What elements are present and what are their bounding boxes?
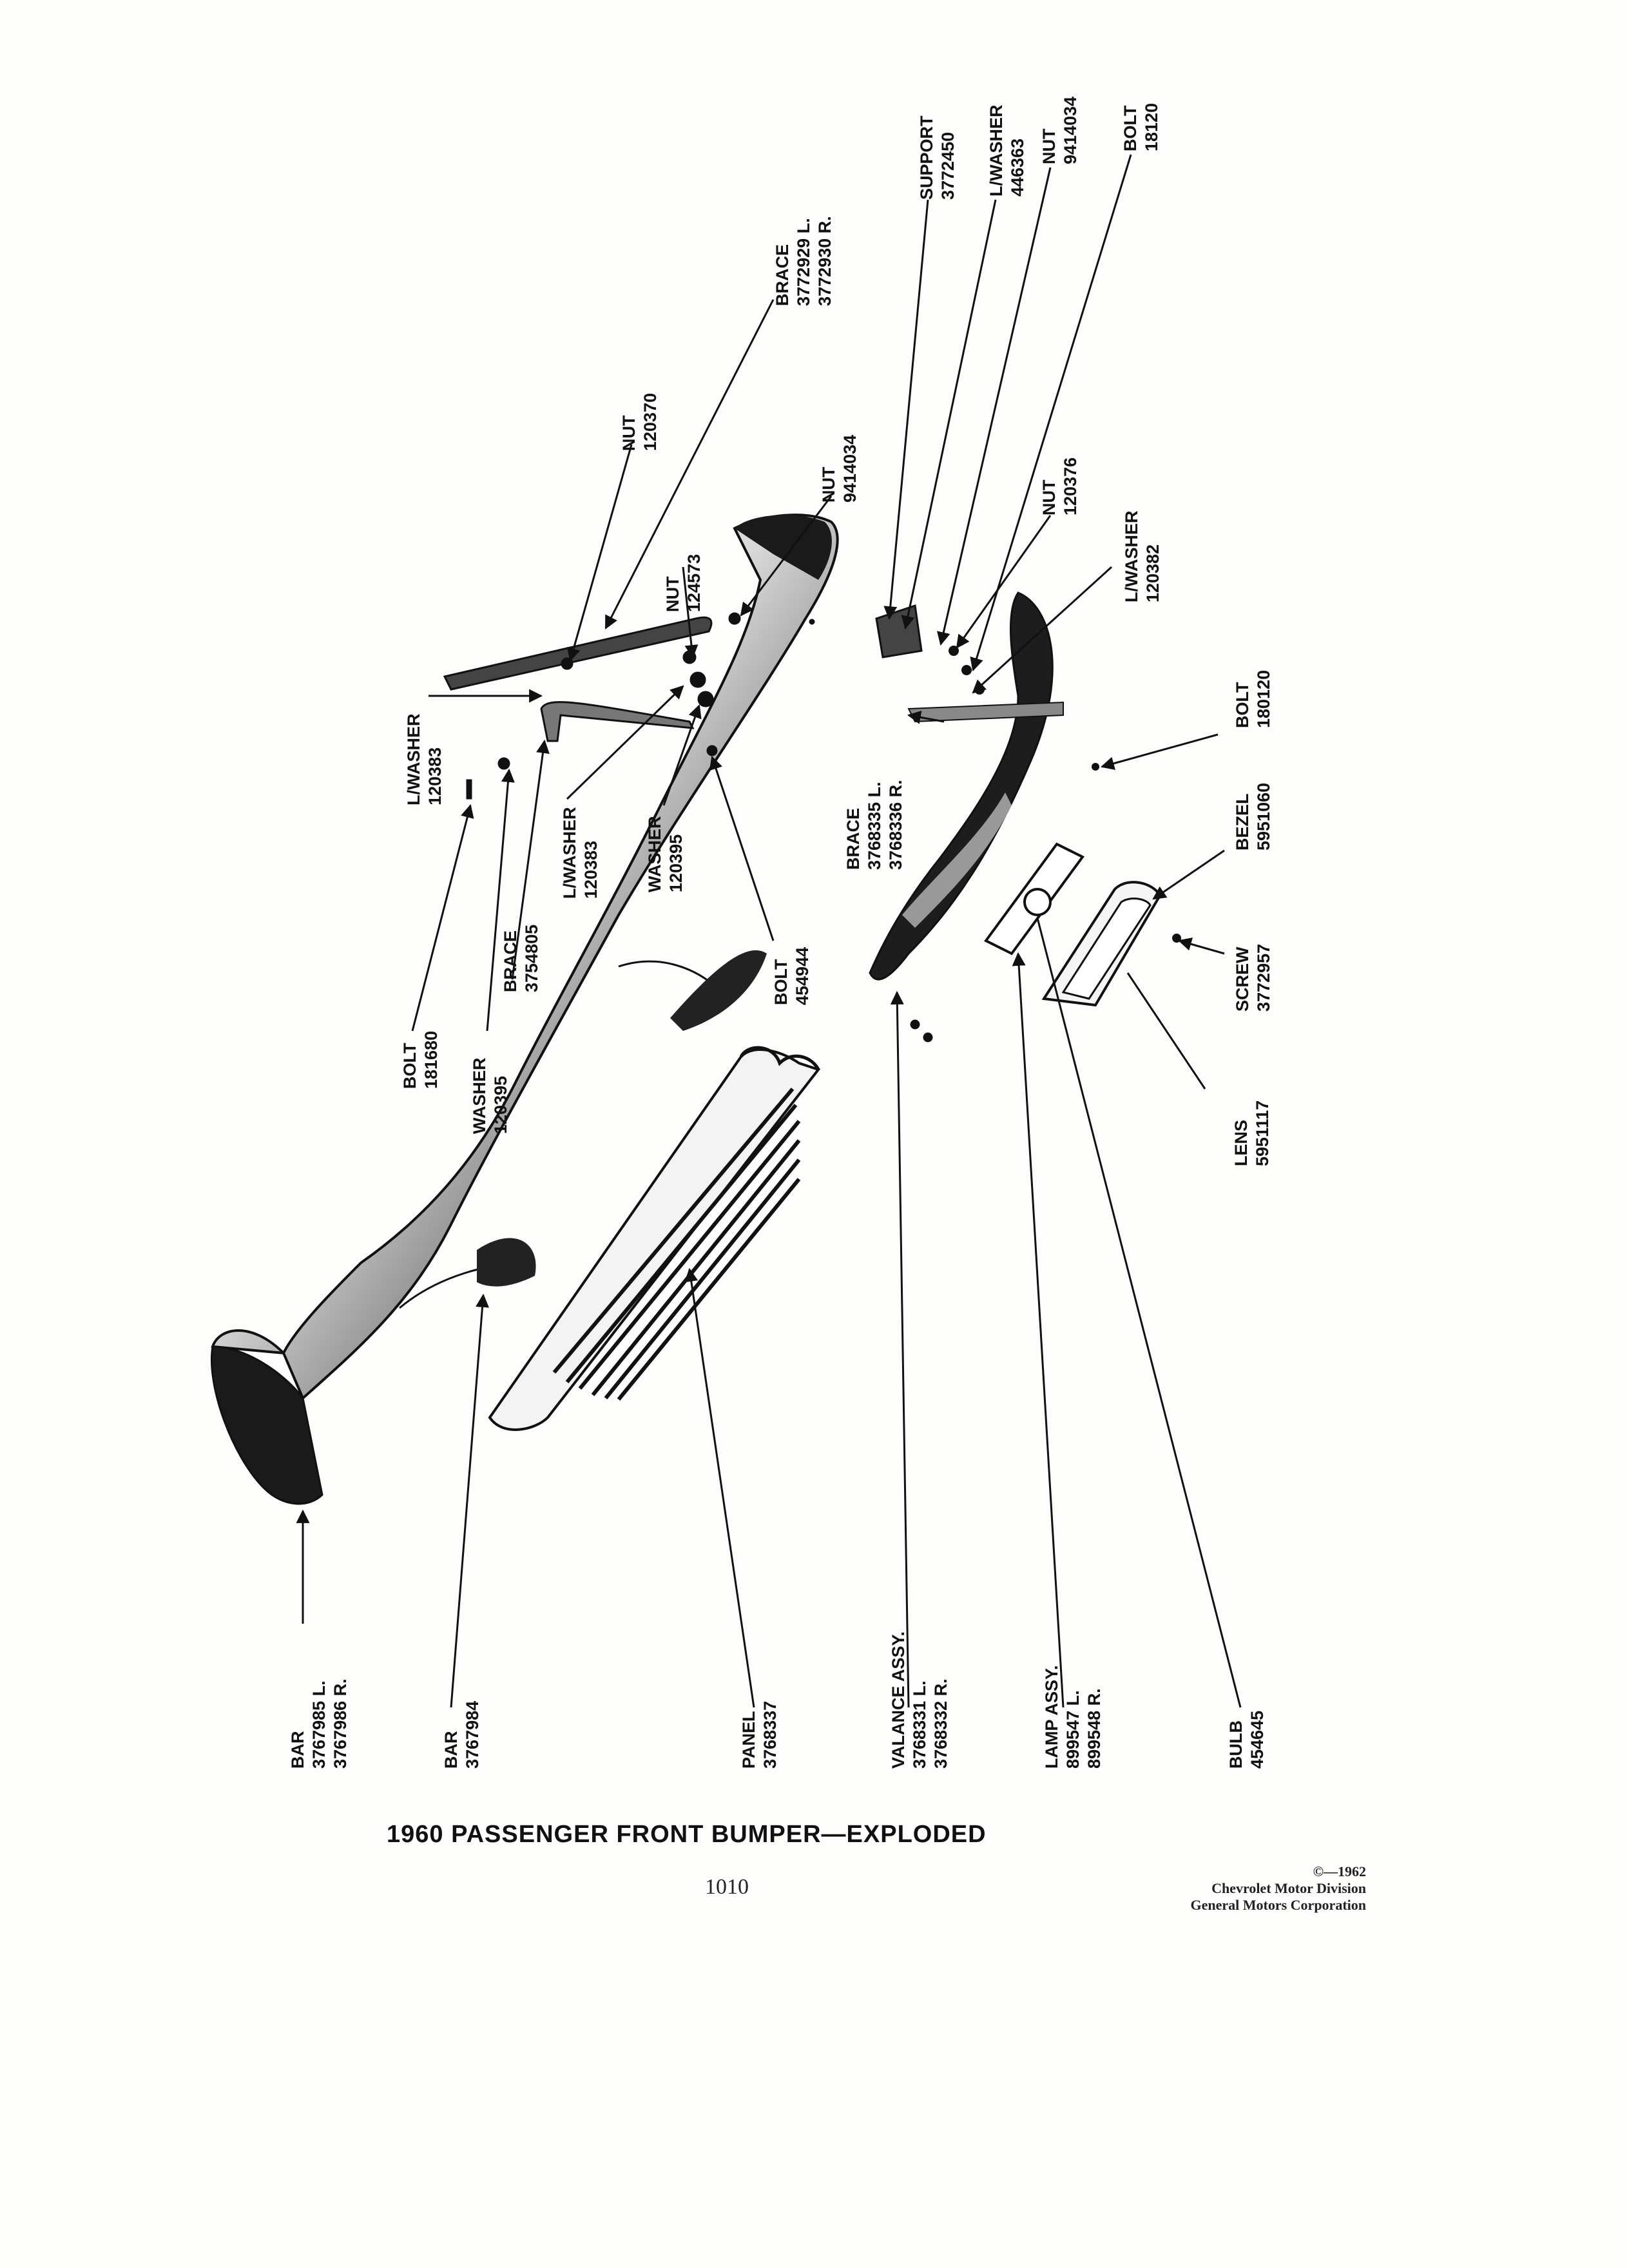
part-number: 3768331 L. xyxy=(910,1680,929,1769)
leader-lines xyxy=(296,154,1242,1708)
part-number: 120376 xyxy=(1061,457,1080,515)
callout-name: BEZEL xyxy=(1233,793,1252,850)
callout-name: WASHER xyxy=(645,816,664,892)
part-number: 120395 xyxy=(491,1075,510,1134)
callout-name: VALANCE ASSY. xyxy=(889,1631,908,1769)
part-number: 454645 xyxy=(1248,1710,1267,1769)
part-number: 446363 xyxy=(1008,138,1027,197)
callout-name: SUPPORT xyxy=(917,115,936,200)
part-number: 454944 xyxy=(793,947,812,1005)
part-number: 120382 xyxy=(1143,544,1162,602)
copyright-line: ©—1962 xyxy=(1313,1863,1366,1879)
part-number: 124573 xyxy=(684,553,704,612)
part-number: 18120 xyxy=(1142,102,1161,151)
part-number: 120383 xyxy=(581,840,601,899)
callout-name: LAMP ASSY. xyxy=(1042,1665,1061,1769)
part-number: 899547 L. xyxy=(1063,1690,1083,1769)
callout-name: NUT xyxy=(619,415,639,452)
diagram-title: 1960 PASSENGER FRONT BUMPER—EXPLODED xyxy=(387,1821,987,1848)
copyright-notice: ©—1962 Chevrolet Motor Division General … xyxy=(1095,1863,1367,1914)
callout-name: NUT xyxy=(819,466,838,503)
part-number: 3768337 xyxy=(760,1700,780,1769)
part-number: 3772450 xyxy=(938,131,958,200)
part-number: 180120 xyxy=(1254,669,1273,728)
callout-name: L/WASHER xyxy=(404,713,423,805)
part-number: 3768336 R. xyxy=(886,780,905,870)
callout-name: NUT xyxy=(1039,479,1059,516)
part-number: 120383 xyxy=(425,747,445,805)
part-number: 181680 xyxy=(421,1030,441,1089)
callout-name: L/WASHER xyxy=(1122,510,1141,602)
part-number: 3767986 R. xyxy=(331,1678,350,1769)
callout-name: BOLT xyxy=(400,1043,419,1089)
callout-name: BOLT xyxy=(771,959,791,1005)
bumper-bar-outer xyxy=(211,514,839,1505)
copyright-line: Chevrolet Motor Division xyxy=(1211,1880,1366,1896)
callout-name: PANEL xyxy=(739,1711,758,1769)
callout-name: BAR xyxy=(441,1731,461,1769)
part-number: 5951060 xyxy=(1254,782,1273,850)
part-number: 120395 xyxy=(666,834,686,892)
callout-name: BRACE xyxy=(773,244,792,306)
callout-name: BOLT xyxy=(1121,105,1140,151)
callout-name: L/WASHER xyxy=(987,104,1006,197)
callout-name: NUT xyxy=(663,576,682,613)
part-number: 3767985 L. xyxy=(309,1680,329,1769)
page-number: 1010 xyxy=(705,1875,749,1899)
callout-name: BRACE xyxy=(501,930,520,992)
callout-name: LENS xyxy=(1231,1119,1251,1166)
callout-name: NUT xyxy=(1039,128,1059,165)
part-number: 3772957 xyxy=(1254,943,1273,1012)
part-number: 3767984 xyxy=(463,1700,482,1769)
part-number: 5951117 xyxy=(1253,1100,1272,1166)
copyright-line: General Motors Corporation xyxy=(1190,1897,1367,1913)
callout-name: BAR xyxy=(288,1731,307,1769)
part-number: 120370 xyxy=(641,392,660,451)
callout-name: L/WASHER xyxy=(560,807,579,899)
part-number: 9414034 xyxy=(1061,96,1080,164)
callout-name: BULB xyxy=(1226,1720,1246,1769)
callout-name: SCREW xyxy=(1233,947,1252,1012)
callout-name: WASHER xyxy=(470,1057,489,1134)
grille-panel xyxy=(488,1046,821,1431)
part-number: 3768335 L. xyxy=(865,782,884,870)
part-number: 899548 R. xyxy=(1084,1688,1104,1769)
callout-name: BOLT xyxy=(1233,682,1252,728)
callout-name: BRACE xyxy=(843,807,863,870)
part-number: 3772930 R. xyxy=(815,216,834,306)
valance-and-lamp xyxy=(869,591,1181,1007)
part-number: 9414034 xyxy=(840,434,860,503)
part-number: 3754805 xyxy=(522,924,541,992)
part-number: 3768332 R. xyxy=(931,1678,950,1769)
part-number: 3772929 L. xyxy=(794,218,813,306)
